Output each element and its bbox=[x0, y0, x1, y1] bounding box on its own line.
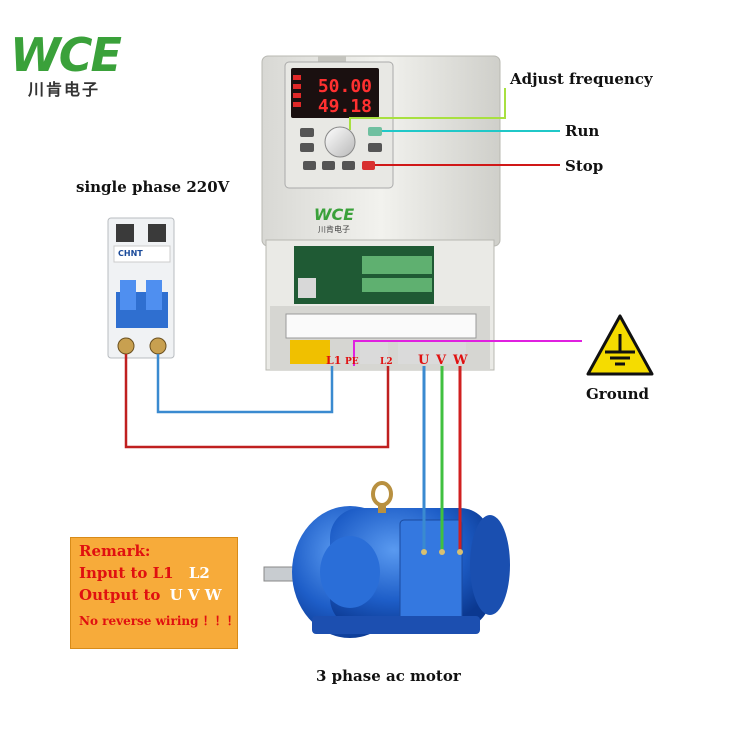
down-key[interactable] bbox=[322, 161, 335, 170]
terminal-l1: L1 bbox=[326, 354, 341, 367]
terminal-w: W bbox=[452, 353, 468, 368]
remark-title: Remark: bbox=[79, 542, 151, 560]
three-phase-motor bbox=[263, 481, 510, 638]
brand-logo: WCE bbox=[10, 28, 122, 82]
display-bottom-value: 49.18 bbox=[318, 96, 372, 117]
run-label: Run bbox=[565, 122, 600, 140]
run-button[interactable] bbox=[368, 127, 382, 136]
func-key[interactable] bbox=[300, 143, 314, 152]
l2-wire bbox=[124, 354, 390, 449]
ground-line bbox=[353, 340, 582, 366]
adjust-frequency-line bbox=[349, 88, 506, 130]
prg-key[interactable] bbox=[300, 128, 314, 137]
terminal-pe: PE bbox=[345, 357, 359, 367]
ground-label: Ground bbox=[586, 385, 650, 403]
stop-label: Stop bbox=[565, 157, 604, 175]
breaker-label: single phase 220V bbox=[76, 178, 230, 196]
stop-button[interactable] bbox=[362, 161, 375, 170]
remark-box: Remark: Input to L1 L2 Output to U V W N… bbox=[70, 537, 239, 649]
adjust-frequency-label: Adjust frequency bbox=[510, 70, 653, 88]
remark-input-l2: L2 bbox=[188, 564, 210, 582]
power-terminal-block bbox=[285, 313, 477, 339]
frequency-knob[interactable] bbox=[324, 126, 356, 158]
ground-symbol bbox=[586, 314, 654, 376]
terminal-box bbox=[399, 519, 463, 621]
lifting-eye bbox=[371, 481, 393, 507]
inverter-logo: WCE bbox=[314, 205, 354, 224]
remark-input-line: Input to L1 L2 bbox=[79, 564, 229, 582]
remark-output-text: Output to bbox=[79, 586, 161, 604]
remark-warning: No reverse wiring ！！！ bbox=[79, 614, 239, 628]
terminal-v: V bbox=[435, 353, 447, 368]
l1-wire bbox=[156, 354, 334, 414]
control-board bbox=[294, 246, 434, 304]
remark-output-line: Output to U V W bbox=[79, 586, 229, 604]
inverter bbox=[261, 55, 501, 371]
circuit-breaker bbox=[107, 217, 175, 359]
remark-output-uvw: U V W bbox=[169, 586, 222, 604]
breaker-brand: CHNT bbox=[118, 249, 143, 258]
terminal-l2: L2 bbox=[380, 357, 393, 367]
remark-input-text: Input to L1 bbox=[79, 564, 174, 582]
motor-label: 3 phase ac motor bbox=[316, 667, 461, 685]
terminal-u: U bbox=[418, 353, 430, 368]
led-display bbox=[291, 68, 379, 118]
set-key[interactable] bbox=[368, 143, 382, 152]
inverter-logo-subtitle: 川肯电子 bbox=[318, 224, 350, 234]
up-key[interactable] bbox=[342, 161, 355, 170]
shift-key[interactable] bbox=[303, 161, 316, 170]
display-top-value: 50.00 bbox=[318, 76, 372, 97]
brand-logo-subtitle: 川肯电子 bbox=[28, 80, 101, 99]
